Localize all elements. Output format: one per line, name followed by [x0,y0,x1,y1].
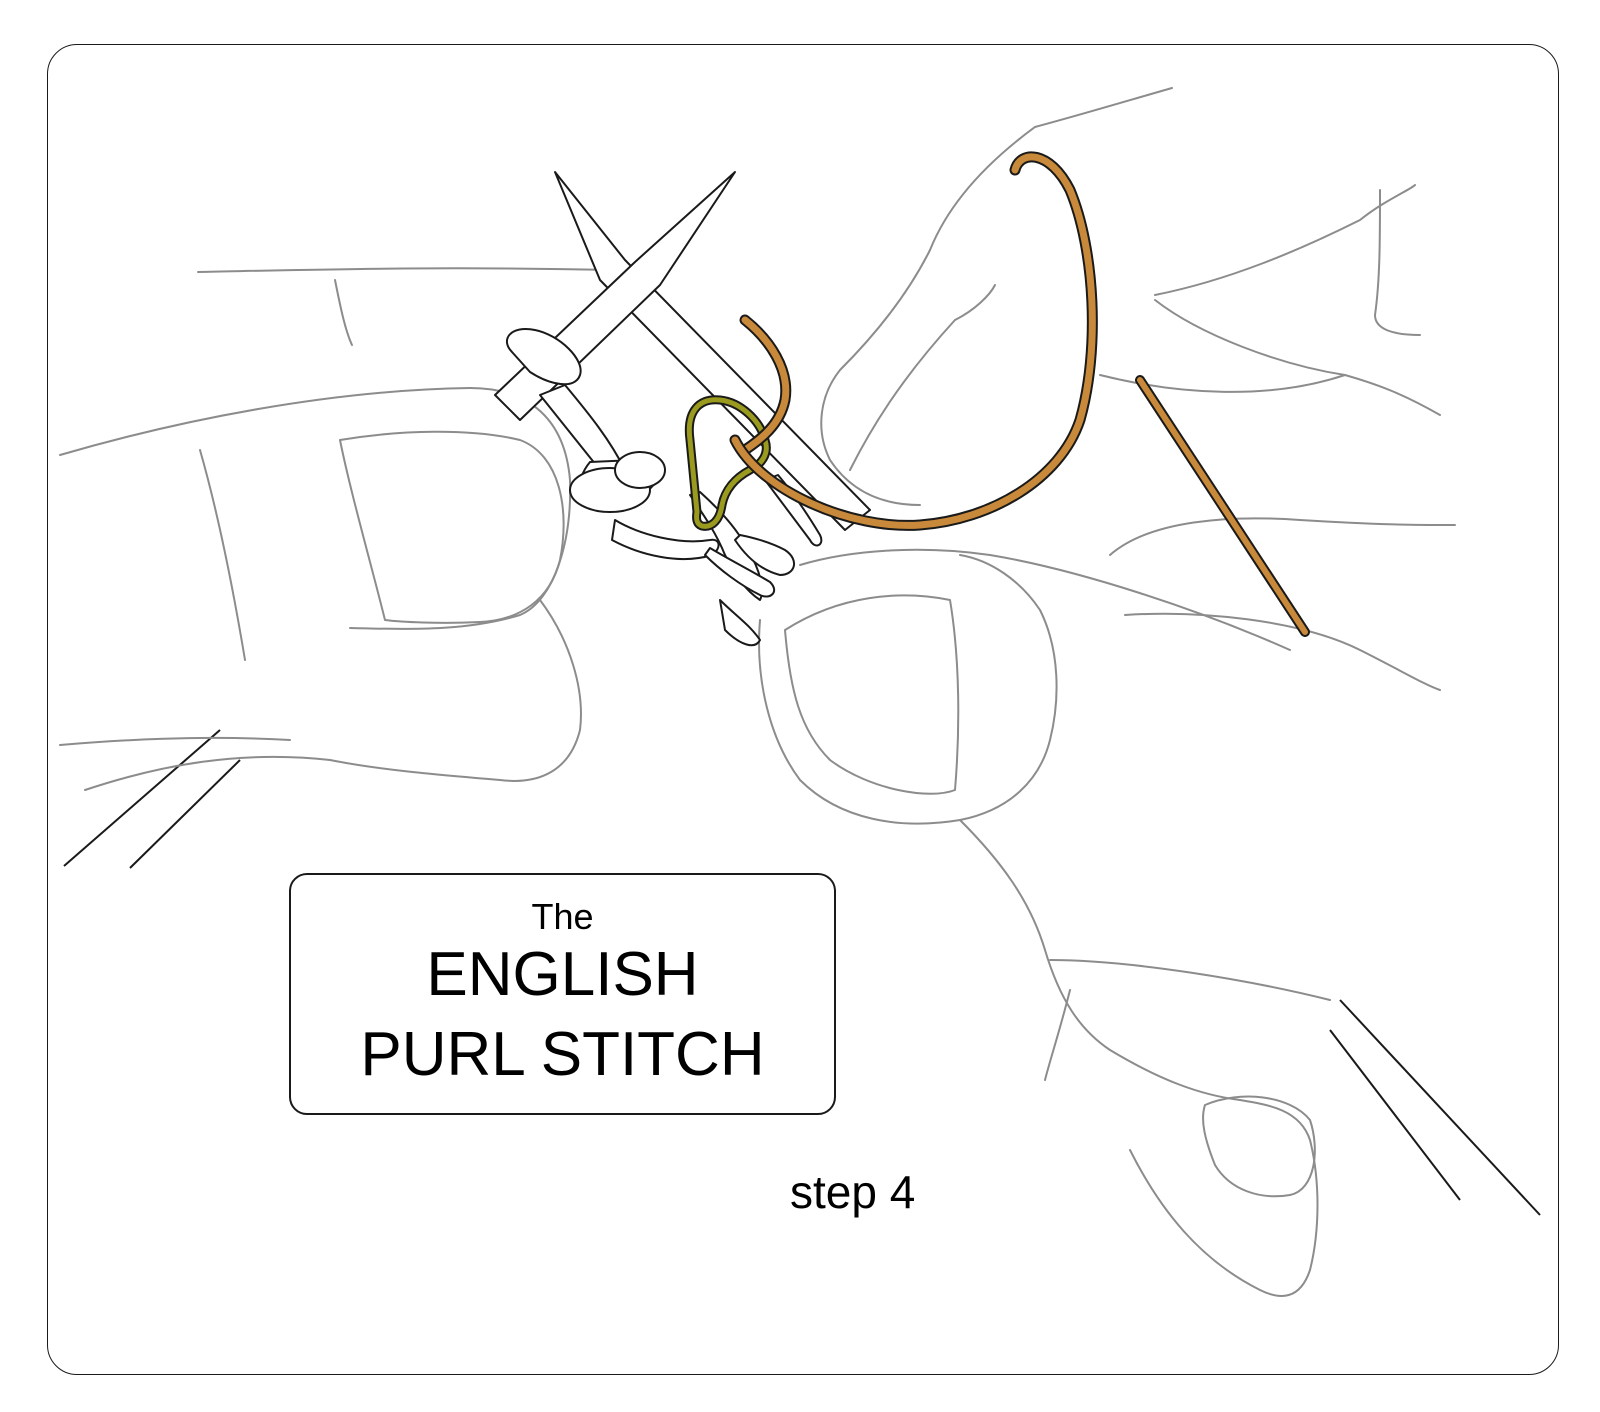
right-hand [758,87,1456,1297]
needle-shaft-left [63,729,241,869]
left-hand [59,267,616,791]
illustration-frame [47,44,1559,1375]
title-box: The ENGLISH PURL STITCH [289,873,836,1115]
title-the: The [531,896,594,937]
working-yarn [729,151,1310,637]
knitted-stitches [506,328,823,647]
title-purl-stitch: PURL STITCH [360,1020,765,1089]
needle-shaft-right [1329,999,1541,1216]
step-label: step 4 [790,1166,916,1218]
title-english: ENGLISH [426,940,699,1009]
